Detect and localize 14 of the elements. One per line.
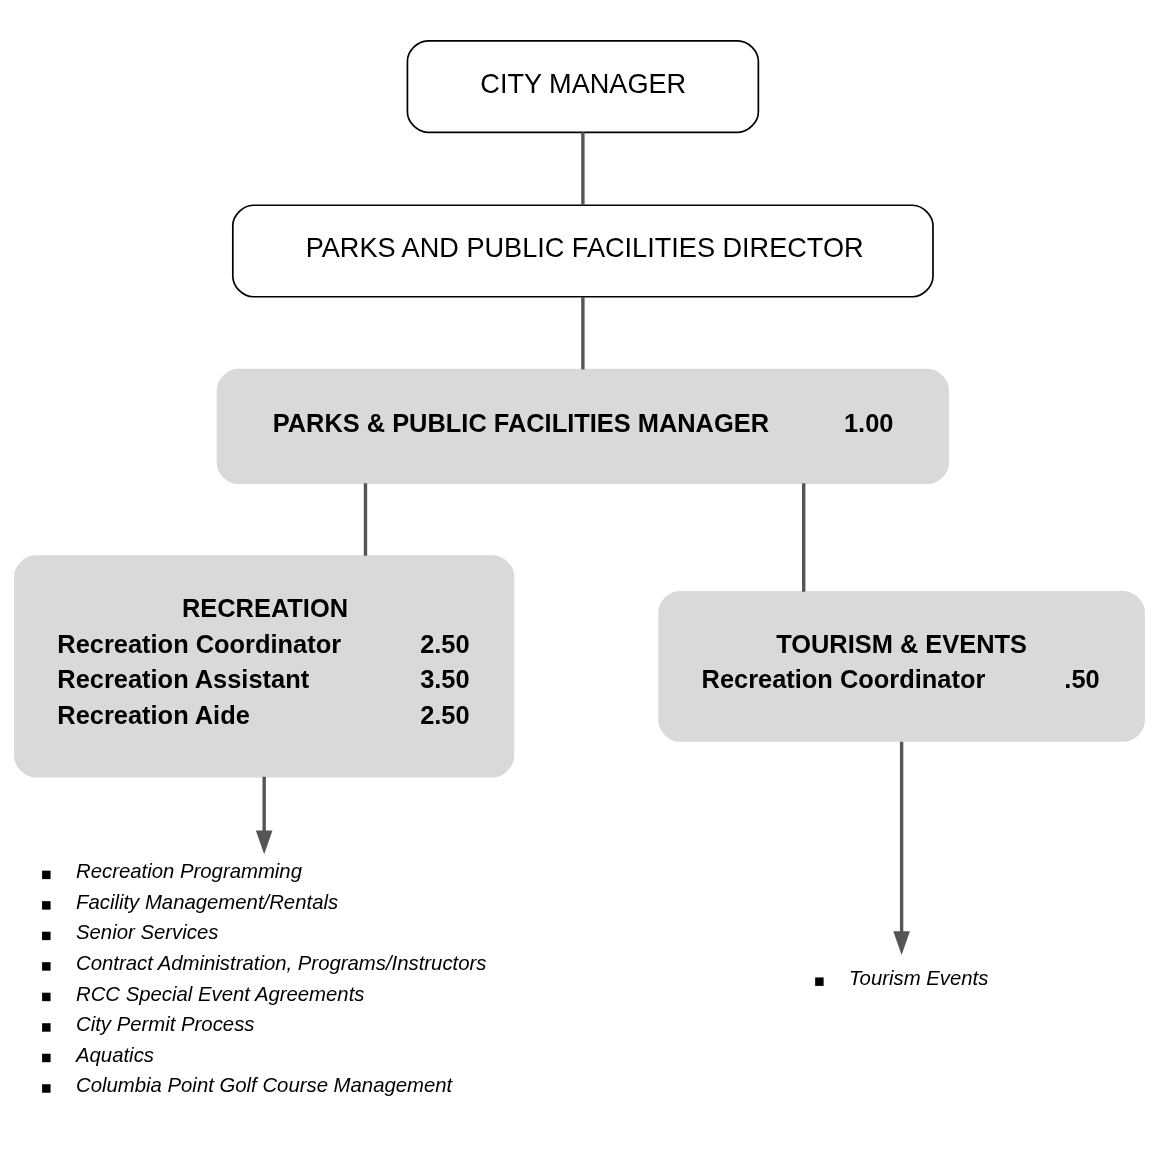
node-box xyxy=(815,977,824,986)
node-box: CITY MANAGER xyxy=(406,39,760,134)
node-text: Recreation Programming Facility Management/Rentals Senior Services Contract Administration, Programs/Instructors RCC Special Event Agreements City Permit Process Aquatics Columbia Point Golf Course Management xyxy=(75,860,487,1097)
node-box: PARKS AND PUBLIC FACILITIES DIRECTOR xyxy=(231,204,934,298)
connector xyxy=(802,483,806,592)
node-box: RECREATION Recreation Coordinator 2.50 Recreation Assistant 3.50 Recreation Aide 2.50 xyxy=(14,555,515,778)
node-box: PARKS & PUBLIC FACILITIES MANAGER 1.00 xyxy=(216,368,950,485)
node-label: Tourism Events xyxy=(849,967,989,990)
connector xyxy=(363,483,368,556)
node-box: TOURISM & EVENTS Recreation Coordinator .50 xyxy=(658,590,1145,742)
connector xyxy=(581,132,585,205)
arrow xyxy=(893,741,910,955)
arrow xyxy=(255,776,273,855)
connector xyxy=(581,297,585,370)
